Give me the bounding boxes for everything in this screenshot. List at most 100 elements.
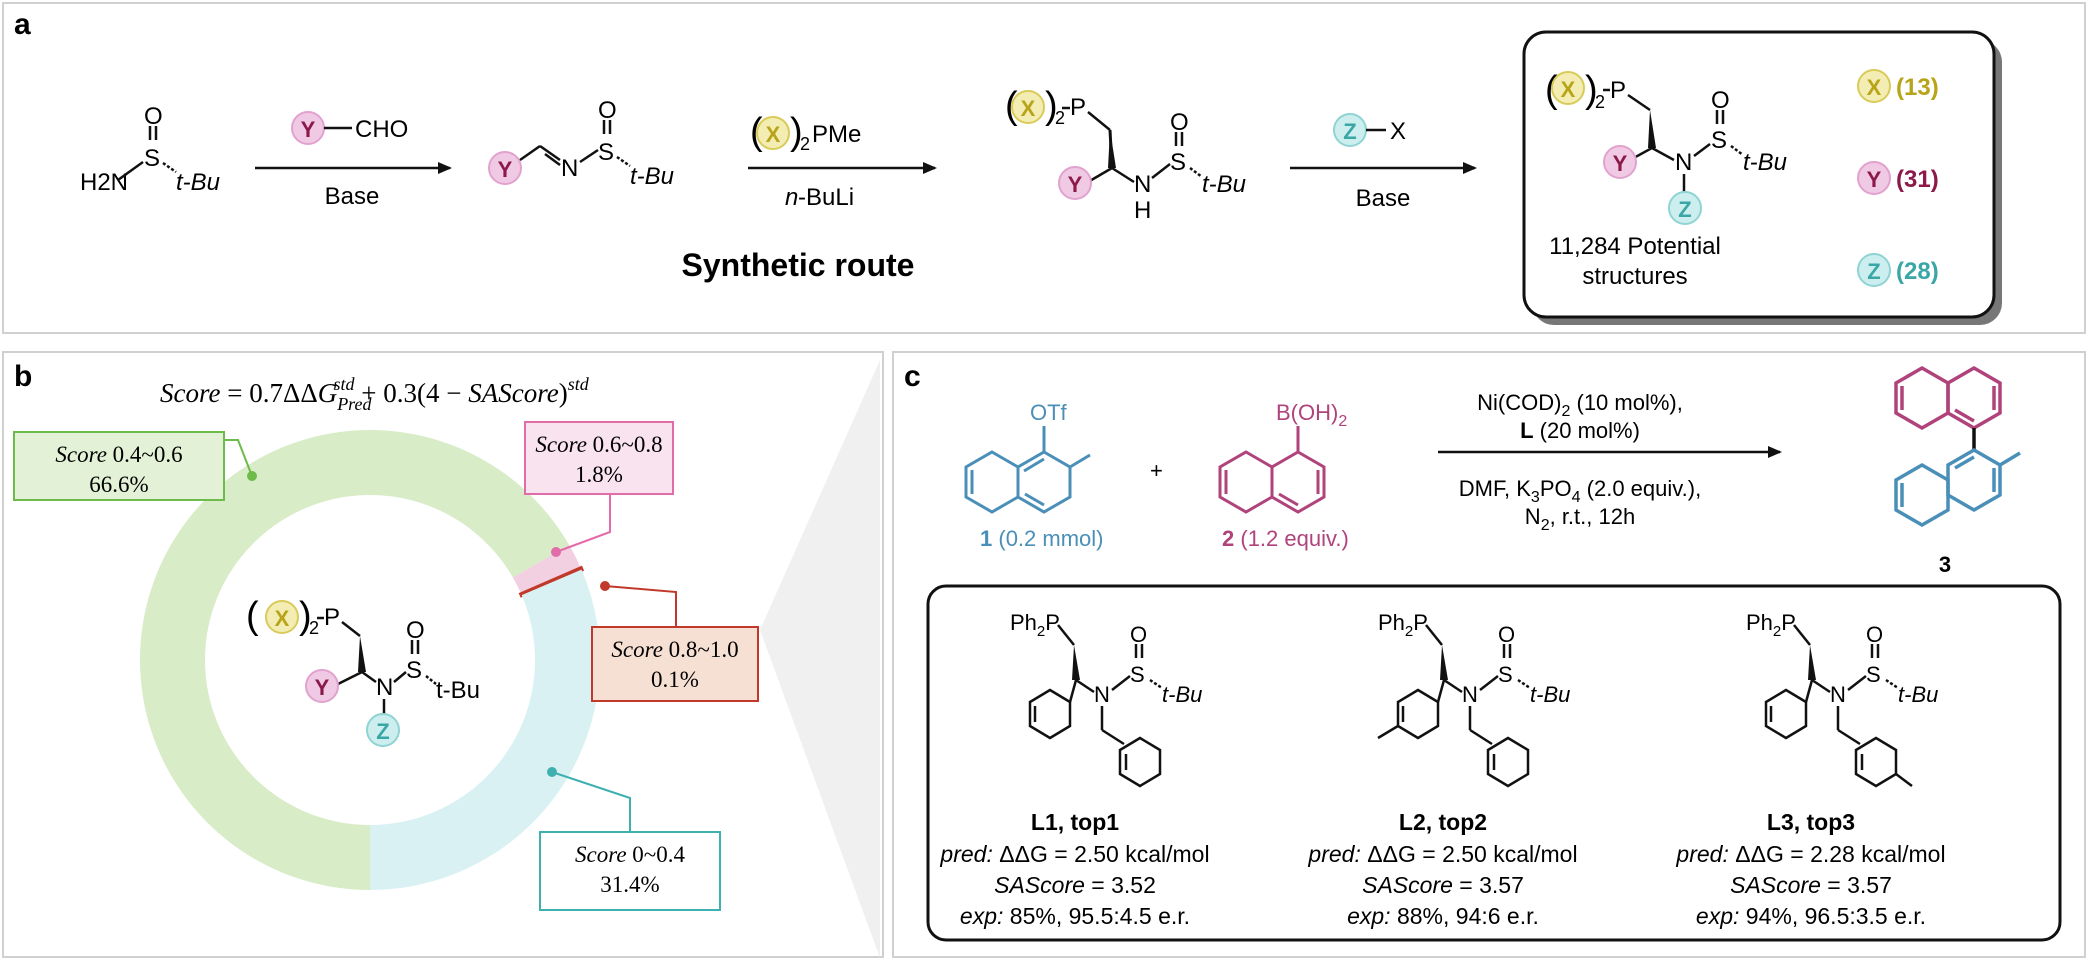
svg-text:t-Bu: t-Bu [1202, 171, 1246, 198]
callout-dot [547, 767, 557, 777]
callout-dot [600, 581, 610, 591]
ligand-sascore: SAScore = 3.52 [994, 872, 1156, 898]
callout-percent: 1.8% [575, 462, 623, 487]
svg-text:2: 2 [1595, 92, 1605, 112]
step2: ( X ) 2 PMe n -BuLi [748, 111, 937, 211]
callout-percent: 31.4% [600, 872, 659, 897]
svg-text:N: N [1675, 149, 1692, 176]
svg-text:S: S [1170, 149, 1186, 176]
callout-percent: 0.1% [651, 667, 699, 692]
callout-3: Score 0.8~1.00.1% [591, 581, 759, 702]
svg-text:Z: Z [1343, 119, 1356, 144]
svg-text:N: N [1134, 171, 1151, 198]
panel-a-label: a [14, 8, 31, 41]
ligand-title: L2, top2 [1399, 809, 1487, 835]
panel-c-label: c [904, 360, 921, 393]
donut-slice [139, 429, 570, 890]
svg-text:2: 2 [1055, 108, 1065, 128]
svg-text:Y: Y [315, 675, 330, 700]
ligand-title: L3, top3 [1767, 809, 1855, 835]
ligand-exp: exp: 88%, 94:6 e.r. [1347, 903, 1539, 929]
ligand-exp: exp: 85%, 95.5:4.5 e.r. [960, 903, 1190, 929]
svg-text:11,284 Potential: 11,284 Potential [1549, 233, 1721, 260]
svg-text:H2N: H2N [80, 169, 128, 196]
ligand-exp: exp: 94%, 96.5:3.5 e.r. [1696, 903, 1926, 929]
svg-text:Base: Base [1356, 185, 1411, 212]
svg-text:Y: Y [301, 117, 316, 142]
s-label: S [1866, 662, 1881, 687]
synthetic-route-caption: Synthetic route [682, 247, 915, 283]
product-3-label: 3 [1939, 552, 1951, 577]
svg-text:O: O [598, 97, 617, 124]
legend-count: (28) [1896, 258, 1939, 285]
callout-percent: 66.6% [89, 472, 148, 497]
imine-structure: Y N S O t-Bu [488, 97, 674, 190]
svg-text:Y: Y [498, 157, 513, 182]
callout-box [539, 831, 721, 911]
svg-text:Ni(COD)2 (10 mol%),: Ni(COD)2 (10 mol%), [1477, 390, 1683, 420]
reaction-conditions: Ni(COD)2 (10 mol%), L (20 mol%) DMF, K3P… [1438, 390, 1782, 534]
reactant-1-label: 1 (0.2 mmol) [980, 526, 1104, 551]
svg-text:P: P [324, 604, 340, 631]
callout-4: Score 0~0.4 31.4% [539, 767, 721, 911]
callout-range: Score 0.6~0.8 [535, 432, 662, 457]
score-donut-chart [139, 429, 600, 890]
legend-count: (31) [1896, 166, 1939, 193]
panel-b-label: b [14, 360, 32, 393]
svg-text:H: H [1134, 197, 1151, 224]
callout-2: Score 0.6~0.8 1.8% [524, 421, 674, 557]
donut-slice [512, 545, 581, 595]
svg-text:): ) [1045, 85, 1058, 127]
svg-text:): ) [299, 595, 312, 637]
callout-range: Score 0~0.4 [575, 842, 685, 867]
svg-text:CHO: CHO [355, 116, 408, 143]
o-label: O [1866, 622, 1883, 647]
ligand-pred: pred: ΔΔG = 2.50 kcal/mol [1307, 841, 1577, 867]
ph2p-label: Ph2P [1746, 610, 1796, 640]
tbu-label: t-Bu [1530, 682, 1570, 707]
legend-letter: Z [1867, 259, 1880, 284]
tbu-label: t-Bu [1162, 682, 1202, 707]
boh-label: B(OH)2 [1276, 400, 1347, 430]
ligand-sascore: SAScore = 3.57 [1730, 872, 1892, 898]
zoom-wedge [760, 360, 880, 958]
tbu-label: t-Bu [1898, 682, 1938, 707]
legend-letter: X [1867, 75, 1882, 100]
ligand-sascore: SAScore = 3.57 [1362, 872, 1524, 898]
svg-text:t-Bu: t-Bu [176, 169, 220, 196]
n-label: N [1094, 682, 1110, 707]
legend-item-y: Y(31) [1857, 161, 1939, 195]
library-box: ( X ) 2 P Y N Z S O t-Bu 11,284 Potentia… [1522, 30, 2002, 325]
svg-text:S: S [144, 145, 160, 172]
svg-text:O: O [1170, 109, 1189, 136]
step3: Z X Base [1290, 113, 1477, 212]
otf-label: OTf [1030, 400, 1068, 425]
svg-text:X: X [1390, 118, 1406, 145]
callout-box [524, 421, 674, 495]
o-label: O [1498, 622, 1515, 647]
phosphine-intermediate: ( X ) 2 P Y N H S O t-Bu [1005, 85, 1246, 224]
svg-text:P: P [1070, 94, 1086, 121]
svg-text:O: O [1711, 87, 1730, 114]
svg-text:2: 2 [309, 618, 319, 638]
reactant-1 [964, 426, 1091, 514]
n-label: N [1830, 682, 1846, 707]
s-label: S [1130, 662, 1145, 687]
svg-text:Y: Y [1613, 151, 1628, 176]
score-formula: Score = 0.7ΔΔGPredstd + 0.3(4 − SAScore)… [160, 374, 590, 414]
svg-text:X: X [275, 606, 290, 631]
svg-text:P: P [1610, 77, 1626, 104]
svg-text:PMe: PMe [812, 121, 861, 148]
legend-item-x: X(13) [1857, 69, 1939, 103]
svg-text:structures: structures [1582, 263, 1687, 290]
svg-text:S: S [598, 139, 614, 166]
legend-item-z: Z (28) [1857, 253, 1939, 287]
svg-text:2: 2 [800, 134, 810, 154]
svg-text:Base: Base [325, 183, 380, 210]
donut-slice [518, 565, 585, 598]
callout-range: Score 0.4~0.6 [55, 442, 182, 467]
